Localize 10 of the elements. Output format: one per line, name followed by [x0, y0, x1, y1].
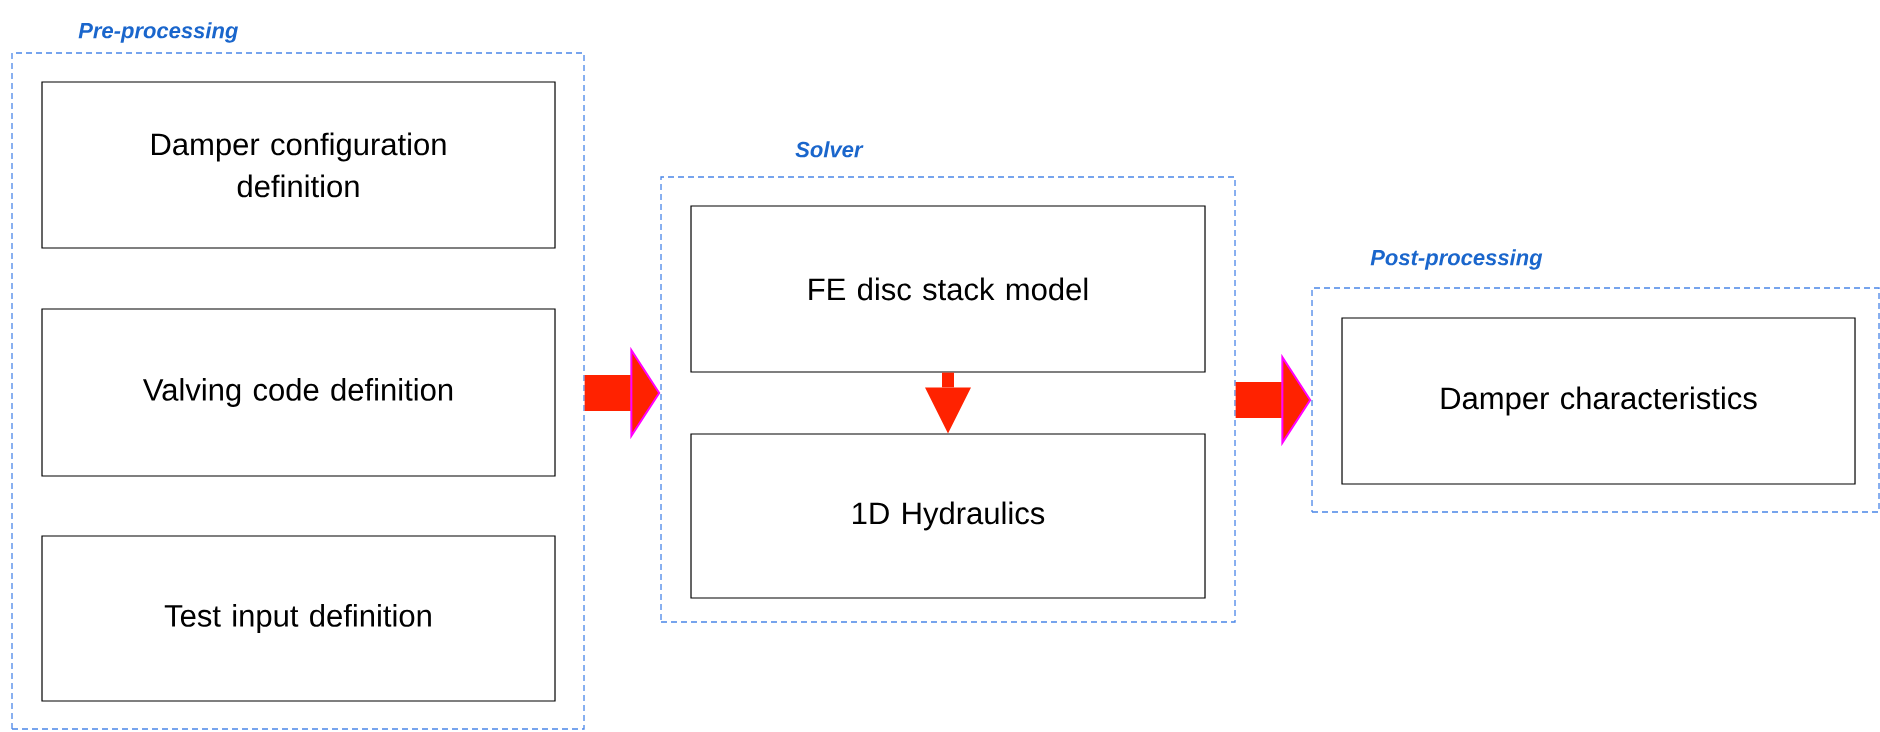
process-box: Test input definition — [41, 535, 556, 702]
group-title: Post-processing — [1370, 249, 1543, 270]
arrow — [925, 372, 971, 434]
group-title: Pre-processing — [78, 22, 238, 43]
process-box: Valving code definition — [41, 308, 556, 477]
process-box: Damper characteristics — [1341, 317, 1856, 485]
process-box: FE disc stack model — [690, 205, 1206, 373]
group-title: Solver — [795, 141, 864, 158]
process-box: 1D Hydraulics — [690, 433, 1206, 599]
process-box: Damper configuration definition — [41, 81, 556, 249]
